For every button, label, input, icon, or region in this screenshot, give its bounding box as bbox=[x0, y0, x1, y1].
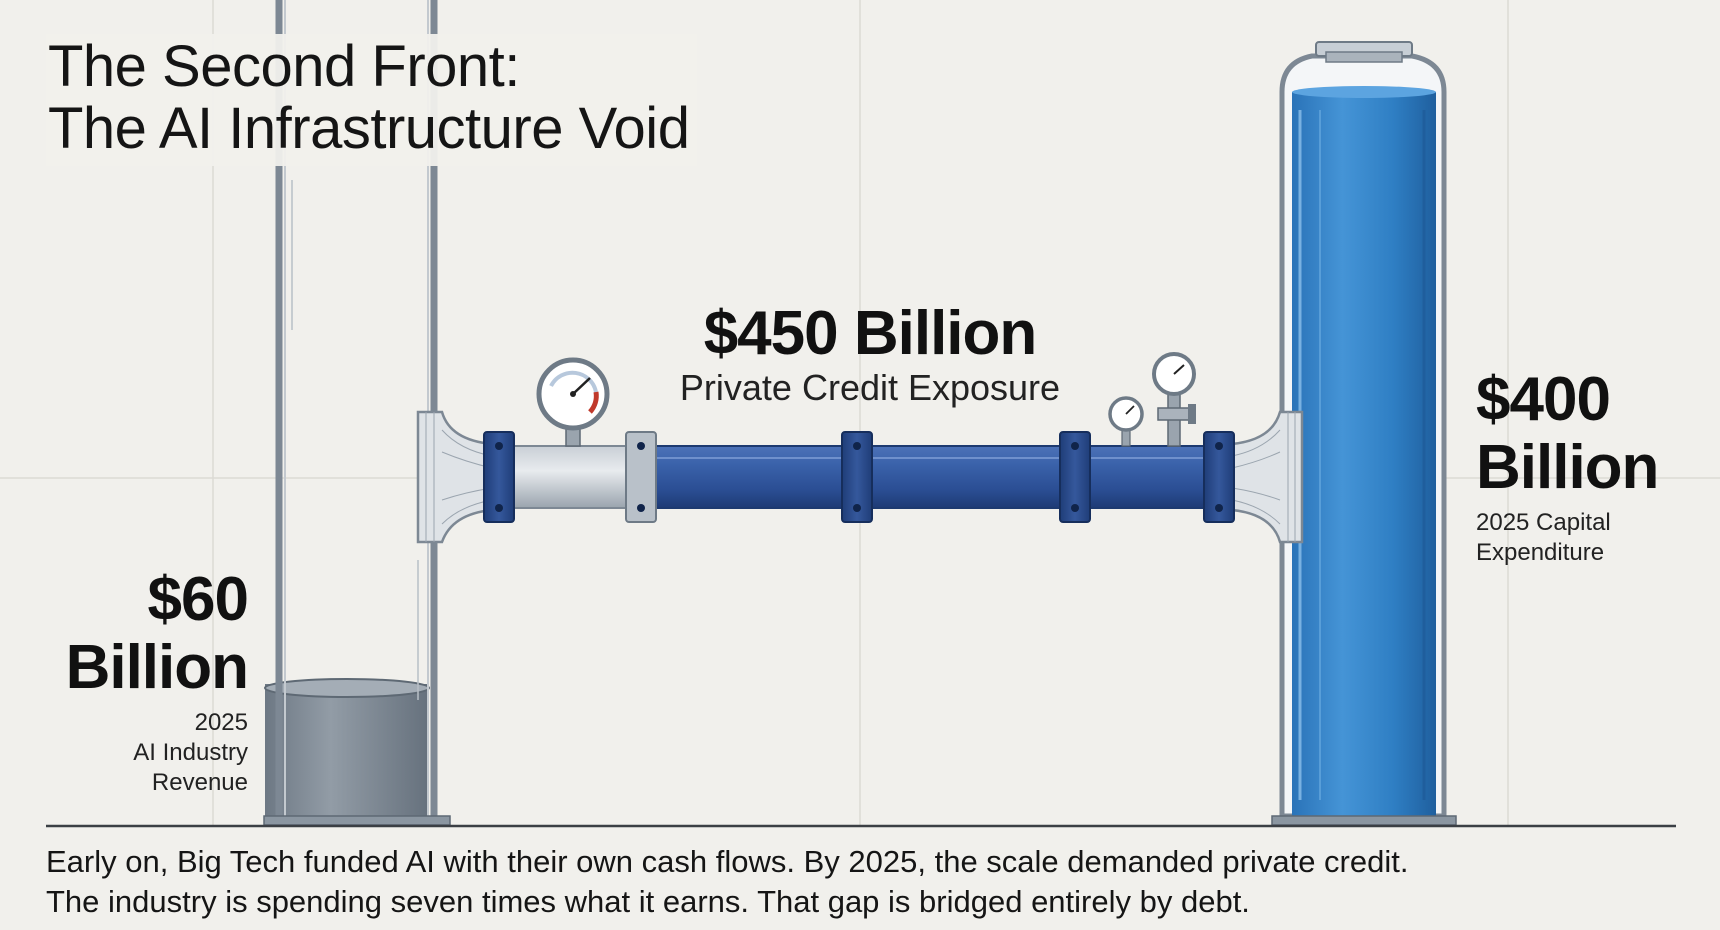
capex-tank bbox=[1271, 41, 1457, 826]
revenue-description: 2025 AI Industry Revenue bbox=[20, 708, 248, 798]
caption-line-2: The industry is spending seven times wha… bbox=[46, 884, 1250, 919]
revenue-unit: Billion bbox=[65, 633, 249, 702]
caption-line-1: Early on, Big Tech funded AI with their … bbox=[46, 844, 1409, 879]
valve-gauge-icon bbox=[1152, 352, 1196, 447]
capex-label: $400 Billion 2025 Capital Expenditure bbox=[1476, 366, 1706, 568]
credit-pipeline bbox=[416, 410, 1304, 544]
pressure-gauge-icon bbox=[536, 357, 610, 447]
pipe-amount: $450 Billion bbox=[703, 299, 1038, 368]
caption: Early on, Big Tech funded AI with their … bbox=[46, 842, 1686, 922]
capex-amount: $400 bbox=[1476, 365, 1611, 434]
revenue-year: 2025 bbox=[194, 709, 248, 736]
small-gauge-icon bbox=[1108, 396, 1144, 447]
title-line-2: The AI Infrastructure Void bbox=[48, 96, 690, 161]
revenue-desc-line-2: Revenue bbox=[151, 769, 248, 796]
revenue-label: $60 Billion 2025 AI Industry Revenue bbox=[20, 565, 249, 798]
capex-description: 2025 Capital Expenditure bbox=[1476, 508, 1706, 568]
capex-unit: Billion bbox=[1476, 433, 1659, 502]
page-title: The Second Front: The AI Infrastructure … bbox=[46, 34, 698, 166]
capex-desc-line-2: Expenditure bbox=[1476, 539, 1605, 566]
capex-desc-line-1: 2025 Capital bbox=[1476, 509, 1611, 536]
capex-tank-fill bbox=[1292, 92, 1436, 816]
revenue-amount: $60 bbox=[147, 565, 249, 634]
revenue-desc-line-1: AI Industry bbox=[133, 739, 248, 766]
pipe-description: Private Credit Exposure bbox=[679, 367, 1061, 408]
revenue-tank-fill bbox=[265, 684, 429, 816]
title-line-1: The Second Front: bbox=[48, 34, 520, 99]
pipe-label: $450 Billion Private Credit Exposure bbox=[620, 300, 1120, 408]
